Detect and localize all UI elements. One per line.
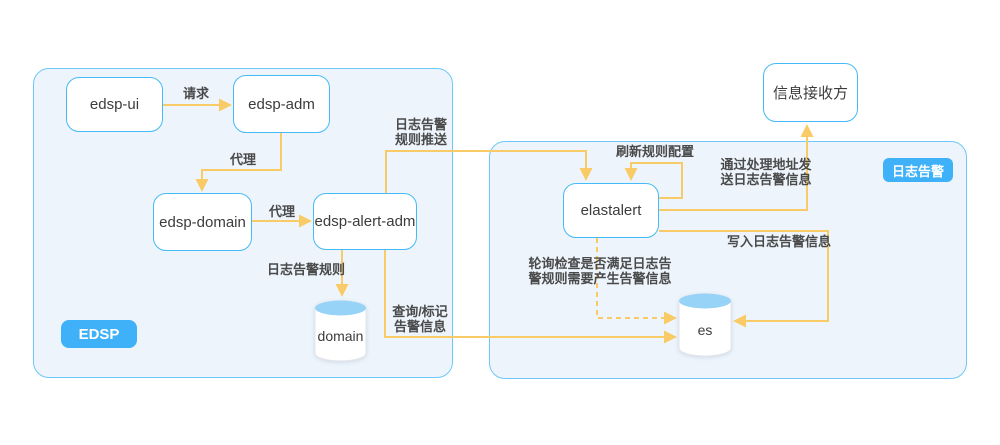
edge-label-send-alert-line2: 送日志告警信息 <box>720 171 812 187</box>
node-edsp-alert-adm: edsp-alert-adm <box>313 193 417 250</box>
edge-label-poll-check-line2: 警规则需要产生告警信息 <box>528 270 672 286</box>
es-database-cylinder: es <box>678 292 732 357</box>
edge-label-request: 请求 <box>182 86 210 101</box>
database-icon <box>678 293 732 357</box>
edge-label-proxy-2: 代理 <box>268 204 296 219</box>
edge-label-send-alert: 通过处理地址发 送日志告警信息 <box>720 157 812 187</box>
edge-label-query-mark-line1: 查询/标记 <box>392 304 448 319</box>
node-edsp-ui: edsp-ui <box>66 77 163 132</box>
edge-label-poll-check-line1: 轮询检查是否满足日志告 <box>528 256 672 271</box>
log-alert-badge: 日志告警 <box>883 158 953 182</box>
edge-label-rule-push: 日志告警 规则推送 <box>394 117 448 147</box>
node-message-receiver: 信息接收方 <box>763 63 858 122</box>
edge-label-send-alert-line1: 通过处理地址发 <box>720 157 812 172</box>
edsp-badge: EDSP <box>61 320 137 348</box>
node-elastalert: elastalert <box>563 183 659 238</box>
domain-db-label: domain <box>317 327 364 344</box>
edge-label-write-alert: 写入日志告警信息 <box>726 234 832 249</box>
edge-label-query-mark-line2: 告警信息 <box>393 318 446 334</box>
edge-label-alert-rule: 日志告警规则 <box>266 262 346 277</box>
edge-label-query-mark: 查询/标记 告警信息 <box>392 304 448 334</box>
node-edsp-adm: edsp-adm <box>233 75 330 133</box>
edge-label-refresh-rule: 刷新规则配置 <box>615 144 695 159</box>
es-db-label: es <box>697 321 713 338</box>
database-icon <box>314 300 367 362</box>
edge-label-rule-push-line1: 日志告警 <box>394 117 448 132</box>
edge-label-proxy-1: 代理 <box>229 152 257 167</box>
node-edsp-domain: edsp-domain <box>153 193 252 251</box>
domain-database-cylinder: domain <box>314 299 367 362</box>
edge-label-rule-push-line2: 规则推送 <box>394 131 448 147</box>
edge-label-poll-check: 轮询检查是否满足日志告 警规则需要产生告警信息 <box>528 256 672 286</box>
